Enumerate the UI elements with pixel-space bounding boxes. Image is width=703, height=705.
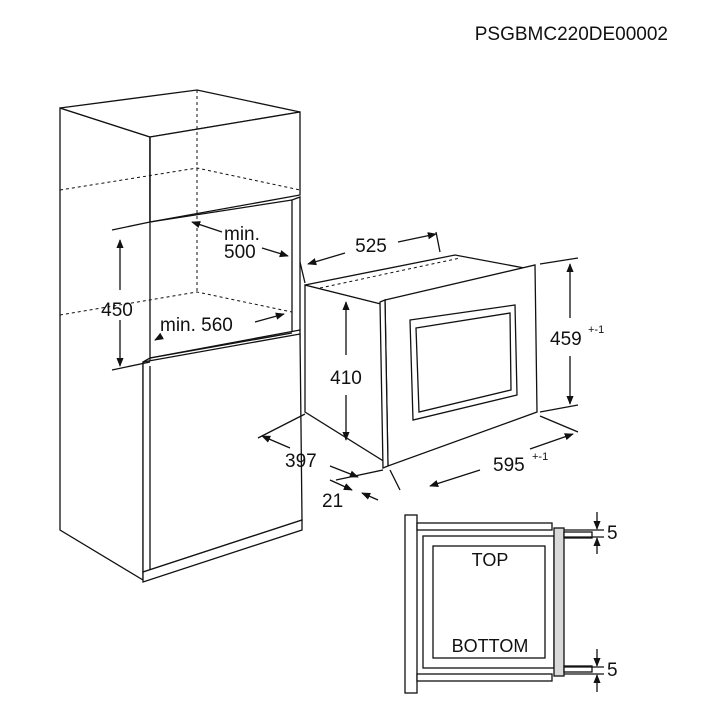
min-depth-value: 500 xyxy=(224,242,256,263)
drawing-code: PSGBMC220DE00002 xyxy=(475,24,668,45)
section-detail: TOP BOTTOM 5 5 xyxy=(404,512,618,694)
dimension-front-height-459: 459 +-1 xyxy=(539,257,604,413)
dimension-depth-525: 525 xyxy=(299,231,441,284)
detail-bottom-gap: 5 xyxy=(607,660,618,681)
front-height-label: 459 xyxy=(550,329,582,350)
detail-front-frame xyxy=(553,527,565,677)
depth-label: 525 xyxy=(355,236,387,257)
detail-appliance-body xyxy=(422,535,555,669)
appliance-door-window xyxy=(409,304,518,421)
niche-right-wall xyxy=(291,196,301,334)
front-width-tolerance: +-1 xyxy=(532,451,548,463)
dimension-niche-height: 450 xyxy=(101,221,151,371)
dimension-min-width: min. 560 xyxy=(154,312,285,341)
min-width-label: min. 560 xyxy=(160,315,233,336)
total-depth-label: 397 xyxy=(285,451,317,472)
front-thickness-label: 21 xyxy=(322,491,343,512)
detail-top-label: TOP xyxy=(472,550,509,570)
detail-bottom-label: BOTTOM xyxy=(452,636,529,656)
cabinet-plinth xyxy=(142,519,303,583)
front-width-label: 595 xyxy=(493,455,525,476)
dimension-front-width-595: 595 +-1 xyxy=(389,415,579,491)
dimension-front-thickness-21: 21 xyxy=(322,479,379,512)
min-depth-prefix: min. xyxy=(224,224,260,245)
detail-side-wall xyxy=(404,514,418,694)
dimension-body-height-410: 410 xyxy=(330,301,362,441)
cabinet-side-panel xyxy=(59,107,151,582)
detail-top-gap: 5 xyxy=(607,523,618,544)
front-height-tolerance: +-1 xyxy=(588,324,604,336)
detail-top-shelf xyxy=(416,522,553,531)
body-height-label: 410 xyxy=(330,368,362,389)
tall-cabinet xyxy=(59,89,303,583)
microwave-appliance xyxy=(304,254,538,469)
dimension-total-depth-397: 397 xyxy=(257,413,384,481)
dimension-min-depth: min. 500 xyxy=(191,221,289,263)
detail-bottom-shelf xyxy=(416,673,553,682)
niche-height-label: 450 xyxy=(101,300,133,321)
